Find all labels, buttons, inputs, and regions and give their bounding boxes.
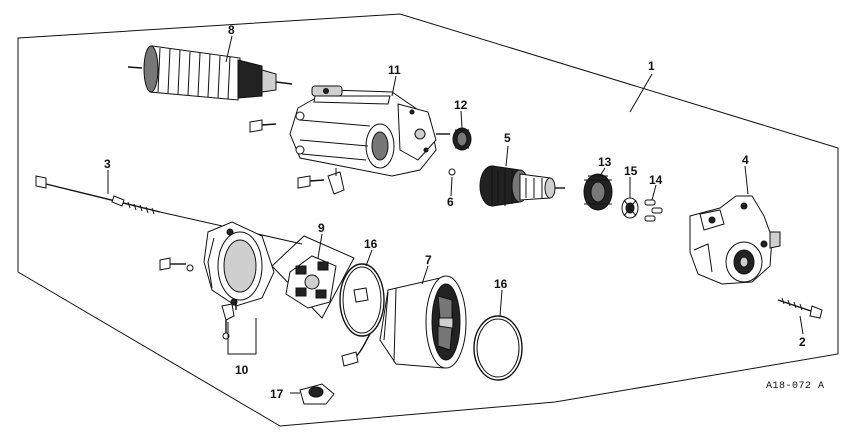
insulator-seal [299, 383, 335, 405]
assembly-boundary [17, 13, 839, 427]
callout-6: 6 [447, 195, 454, 209]
callout-7: 7 [425, 253, 432, 267]
brush-holder [271, 235, 355, 319]
gear-housing [689, 195, 781, 285]
field-housing [289, 85, 450, 195]
callout-9: 9 [318, 221, 325, 235]
through-bolt-short [777, 297, 823, 319]
yoke-assembly [341, 275, 467, 369]
callout-4: 4 [742, 153, 749, 167]
o-ring-left [339, 263, 385, 337]
o-ring-right [473, 315, 523, 381]
end-cover-screw [159, 257, 194, 272]
callout-12: 12 [454, 98, 468, 112]
lead-terminal [221, 303, 235, 340]
callout-14: 14 [649, 173, 663, 187]
lead-terminal-screw [297, 175, 325, 189]
callout-1: 1 [648, 59, 655, 73]
leader-lines [107, 35, 804, 394]
end-cover [203, 221, 275, 310]
retainer [621, 197, 639, 219]
callout-8: 8 [228, 23, 235, 37]
callout-17: 17 [270, 387, 284, 401]
steel-ball [448, 168, 456, 176]
callout-3: 3 [104, 157, 111, 171]
callout-16-left: 16 [364, 237, 378, 251]
through-bolt-long [35, 175, 303, 245]
callout-5: 5 [504, 131, 511, 145]
callout-15: 15 [624, 164, 638, 178]
callout-10: 10 [235, 363, 249, 377]
housing-screw [249, 119, 277, 133]
overrunning-clutch [479, 165, 565, 207]
armature [127, 45, 293, 101]
idle-gear [583, 173, 613, 211]
callout-labels: 1 2 3 4 5 6 7 8 9 10 11 12 13 14 15 16 1… [104, 23, 806, 401]
callout-2: 2 [799, 335, 806, 349]
callout-16-right: 16 [494, 277, 508, 291]
drawing-code: A18-072 A [766, 381, 825, 392]
small-gear [452, 127, 472, 151]
o-ring-left-inner [342, 266, 382, 334]
rollers [644, 199, 663, 222]
callout-13: 13 [598, 155, 612, 169]
callout-11: 11 [388, 63, 401, 77]
o-ring-right-inner [476, 318, 520, 378]
